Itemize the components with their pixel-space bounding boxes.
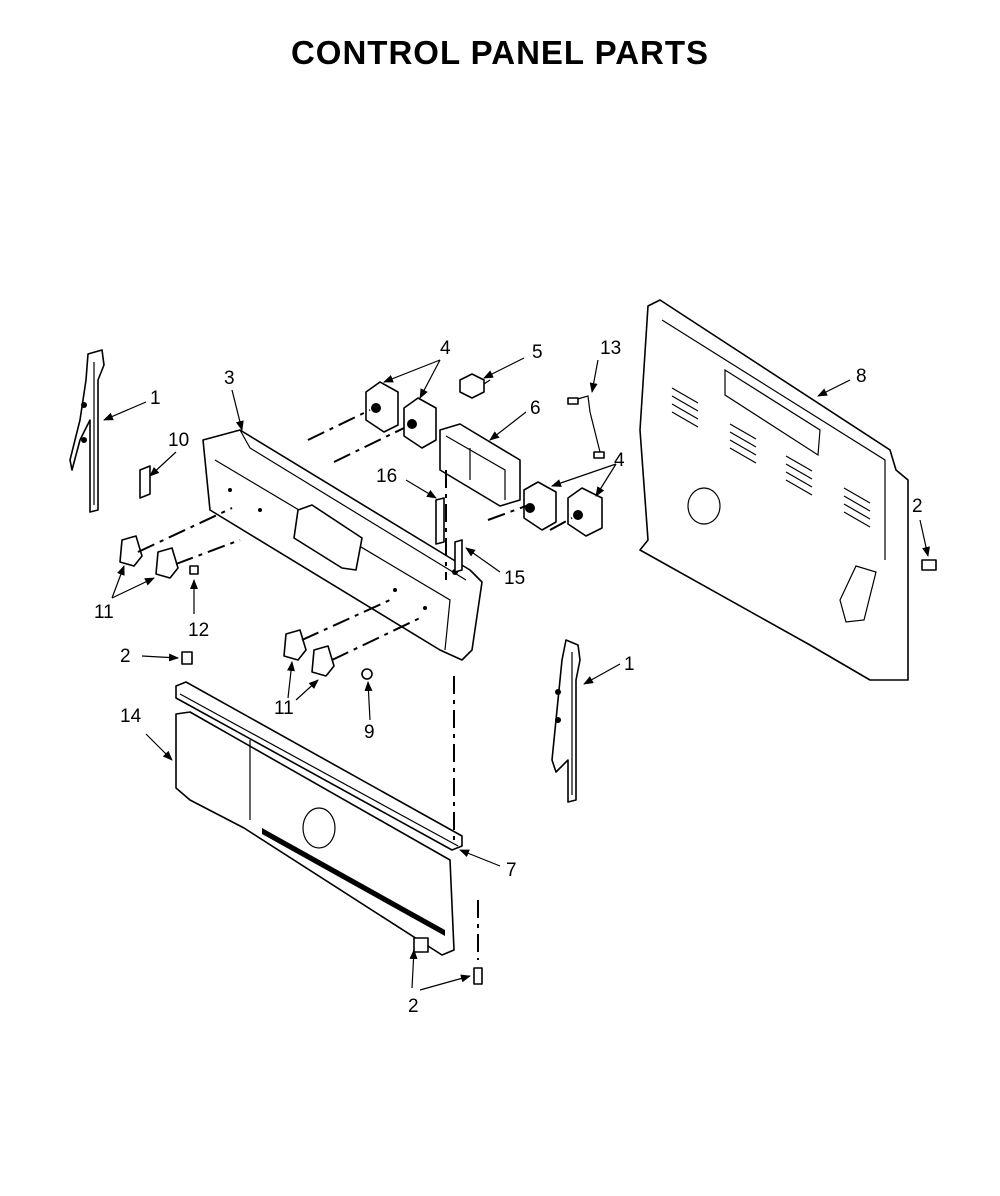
- knob-3: [283, 629, 307, 661]
- support-bar: [175, 681, 463, 851]
- callout-10: 10: [168, 430, 189, 451]
- infinite-switch-upper-1: [365, 381, 399, 433]
- callout-4-upper: 4: [440, 338, 451, 359]
- sensor-16: [435, 497, 445, 545]
- infinite-switch-lower-2: [567, 487, 603, 537]
- screw-9: [361, 668, 373, 680]
- callout-2-bottom: 2: [408, 996, 419, 1017]
- callout-2-right: 2: [912, 496, 923, 517]
- callout-12: 12: [188, 620, 209, 641]
- callout-6: 6: [530, 398, 541, 419]
- rear-panel: [639, 299, 909, 681]
- side-bracket-right: [551, 639, 581, 803]
- electronic-control: [439, 423, 521, 507]
- callout-1-right: 1: [624, 654, 635, 675]
- callout-2-left: 2: [120, 646, 131, 667]
- side-bracket-left: [69, 349, 105, 513]
- callout-15: 15: [504, 568, 525, 589]
- callout-11-left: 11: [94, 602, 114, 623]
- knob-4: [311, 645, 335, 677]
- callout-4-lower: 4: [614, 450, 625, 471]
- lower-panel: [175, 711, 455, 956]
- spring-12: [189, 565, 199, 575]
- callout-8: 8: [856, 366, 867, 387]
- screw-2c: [413, 937, 429, 953]
- knob-1: [119, 535, 143, 567]
- callout-9: 9: [364, 722, 375, 743]
- knob-2: [155, 547, 179, 579]
- callout-3: 3: [224, 368, 235, 389]
- assembly-lines: [137, 409, 573, 960]
- callout-7: 7: [506, 860, 517, 881]
- harness-13: [567, 395, 605, 459]
- screw-2b: [921, 559, 937, 571]
- callout-14: 14: [120, 706, 142, 727]
- callout-13: 13: [600, 338, 621, 359]
- screw-2d: [473, 967, 483, 985]
- page-title: CONTROL PANEL PARTS: [290, 34, 710, 71]
- callout-16: 16: [376, 466, 397, 487]
- spring-15: [454, 539, 463, 573]
- callout-11-right: 11: [274, 698, 294, 719]
- callout-5: 5: [532, 342, 543, 363]
- screw-2a: [181, 651, 193, 665]
- switch: [459, 373, 491, 399]
- leader-lines: [103, 357, 930, 991]
- infinite-switch-upper-2: [403, 397, 437, 449]
- infinite-switch-lower-1: [523, 481, 557, 531]
- callout-1-left: 1: [150, 388, 161, 409]
- control-console: [202, 429, 483, 661]
- callout-labels: 1 1 2 2 2 3 4 4 5 6 7 8 9 10 11 11 12 13…: [94, 338, 923, 1017]
- clip-10: [139, 465, 151, 499]
